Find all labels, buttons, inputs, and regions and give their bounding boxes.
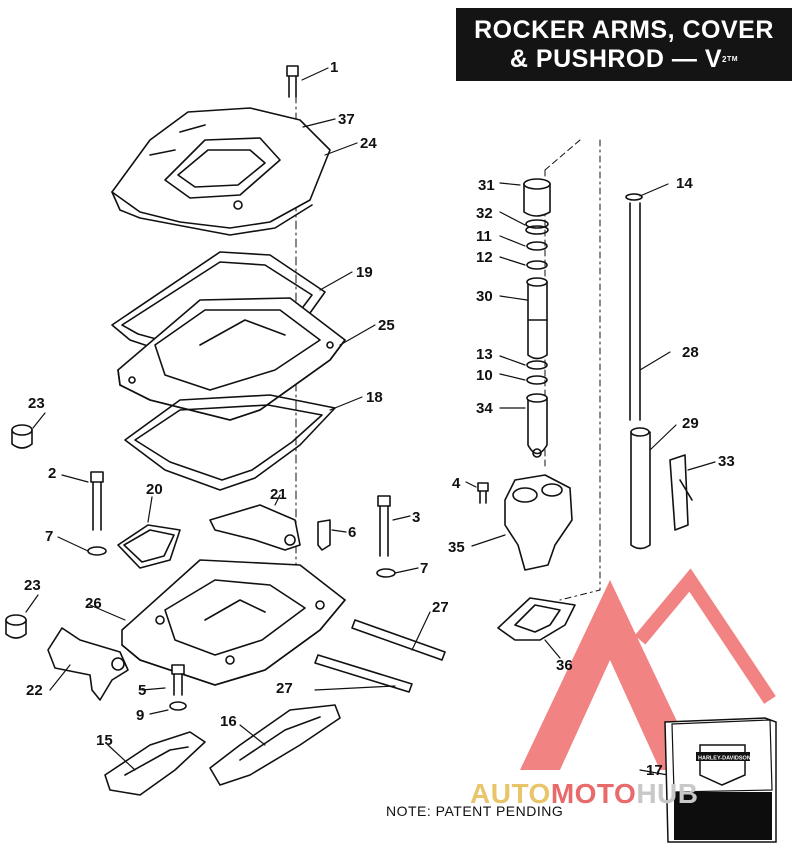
book-badge-text: HARLEY-DAVIDSON: [698, 756, 751, 762]
callout-20: 20: [146, 481, 163, 498]
part-5-bolt: [171, 664, 185, 696]
part-30-cover-tube: [526, 277, 548, 360]
part-28-pushrod: [629, 202, 641, 421]
watermark-logo: [520, 568, 776, 770]
callout-30: 30: [476, 288, 493, 305]
callout-9: 9: [136, 707, 144, 724]
title-line-1: ROCKER ARMS, COVER: [474, 15, 774, 44]
part-29-pushrod-tube: [630, 427, 651, 550]
callout-6: 6: [348, 524, 356, 541]
title-superscript: 2: [722, 54, 727, 64]
part-32-spring: [525, 219, 549, 235]
part-15-gasket: [104, 731, 206, 796]
callout-26: 26: [85, 595, 102, 612]
callout-numbers: 1 37 24 19 25 18 23 2 20 21 6 3 7 7 23 2…: [24, 59, 735, 779]
title-line-2: & PUSHROD — V2TM: [510, 45, 738, 74]
part-14-o-ring: [625, 193, 643, 201]
watermark-hub: HUB: [636, 778, 699, 809]
part-20-gasket: [117, 524, 181, 569]
callout-11: 11: [476, 228, 492, 245]
callout-14: 14: [676, 175, 693, 192]
part-36-gasket: [497, 597, 576, 641]
part-21-rocker-arm: [209, 504, 301, 551]
part-1-bolt: [286, 65, 299, 98]
callout-7-right: 7: [420, 560, 428, 577]
part-31-spring-cap: [523, 178, 551, 217]
callout-21: 21: [270, 486, 287, 503]
callout-35: 35: [448, 539, 465, 556]
part-2-bolt: [90, 471, 104, 531]
watermark-auto: AUTO: [470, 778, 551, 809]
callout-24: 24: [360, 135, 377, 152]
callout-27-upper: 27: [432, 599, 449, 616]
part-6-breather: [317, 519, 331, 551]
callout-37: 37: [338, 111, 355, 128]
part-27-shaft-lower: [314, 654, 413, 693]
part-7-washer-left: [87, 546, 107, 556]
part-16-gasket: [209, 704, 341, 786]
part-18-gasket: [124, 394, 336, 491]
callout-3: 3: [412, 509, 420, 526]
title-box: ROCKER ARMS, COVER & PUSHROD — V2TM: [456, 8, 792, 81]
leader-lines: [25, 67, 716, 776]
callout-27-lower: 27: [276, 680, 293, 697]
part-22-rocker-arm: [47, 627, 129, 701]
callout-33: 33: [718, 453, 735, 470]
part-24-rocker-cover: [111, 107, 331, 236]
callout-25: 25: [378, 317, 395, 334]
title-trademark: TM: [726, 55, 739, 63]
part-23-bushing-lower: [5, 614, 27, 639]
callout-16: 16: [220, 713, 237, 730]
watermark-moto: MOTO: [550, 778, 637, 809]
callout-12: 12: [476, 249, 493, 266]
callout-36: 36: [556, 657, 573, 674]
callout-7-left: 7: [45, 528, 53, 545]
callout-22: 22: [26, 682, 43, 699]
callout-15: 15: [96, 732, 113, 749]
part-23-bushing-upper: [11, 424, 33, 449]
callout-29: 29: [682, 415, 699, 432]
callout-18: 18: [366, 389, 383, 406]
callout-2: 2: [48, 465, 56, 482]
callout-28: 28: [682, 344, 699, 361]
part-35-lifter-block: [504, 474, 573, 571]
callout-34: 34: [476, 400, 493, 417]
callout-10: 10: [476, 367, 493, 384]
callout-32: 32: [476, 205, 493, 222]
callout-5: 5: [138, 682, 146, 699]
callout-19: 19: [356, 264, 373, 281]
part-33-clip: [669, 454, 693, 531]
pushrod-dash-line-right: [559, 139, 601, 601]
part-9-washer: [169, 701, 187, 711]
title-line-2-main: & PUSHROD — V: [509, 44, 723, 73]
callout-13: 13: [476, 346, 493, 363]
callout-23-lower: 23: [24, 577, 41, 594]
part-25-cover-base: [117, 297, 346, 421]
callout-1: 1: [330, 59, 338, 76]
part-3-bolt: [377, 495, 391, 557]
patent-note: NOTE: PATENT PENDING: [386, 803, 564, 819]
callout-4: 4: [452, 475, 461, 492]
part-34-lifter: [526, 393, 548, 458]
callout-23-upper: 23: [28, 395, 45, 412]
part-10-washer: [526, 375, 548, 385]
part-27-shaft-upper: [351, 619, 446, 661]
part-17-service-manual: HARLEY-DAVIDSON: [664, 717, 777, 843]
part-12-o-ring: [526, 260, 548, 270]
callout-17: 17: [646, 762, 663, 779]
callout-31: 31: [478, 177, 495, 194]
watermark-text: AUTOMOTOHUB: [470, 778, 698, 810]
part-13-o-ring: [526, 360, 548, 370]
part-4-bolt: [477, 482, 489, 504]
part-26-rocker-housing: [121, 559, 346, 686]
part-7-washer-right: [376, 568, 396, 578]
part-11-washer: [526, 241, 548, 251]
